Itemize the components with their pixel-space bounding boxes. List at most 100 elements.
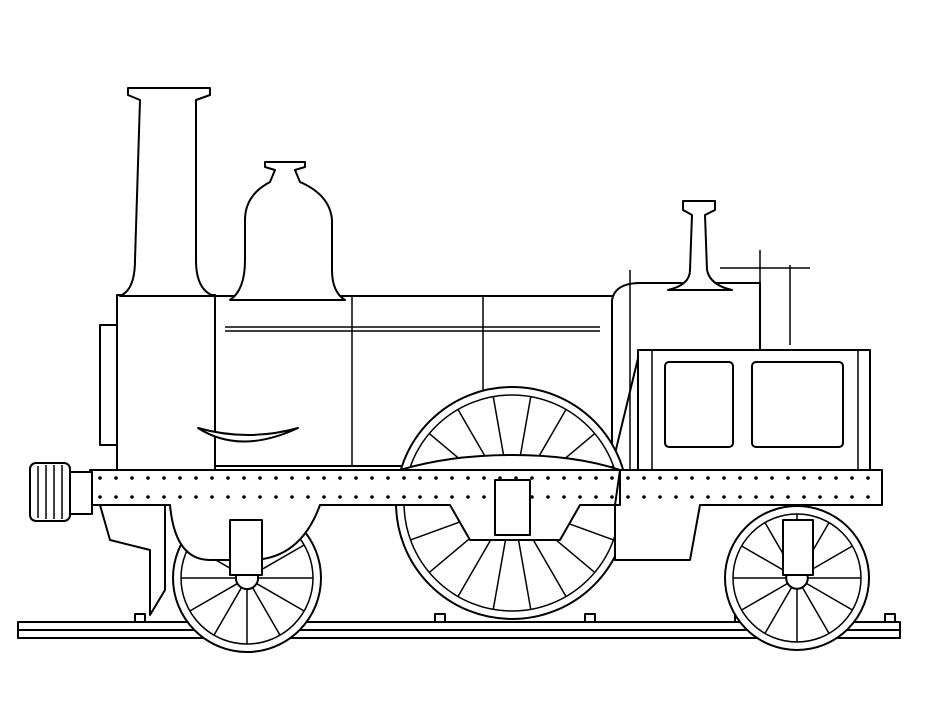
rivet bbox=[258, 495, 262, 499]
rivet bbox=[674, 476, 678, 480]
rivet bbox=[466, 476, 470, 480]
rivet bbox=[370, 476, 374, 480]
rivet bbox=[98, 495, 102, 499]
rivet bbox=[546, 476, 550, 480]
rivet bbox=[866, 495, 870, 499]
spoke bbox=[256, 544, 305, 574]
spoke bbox=[213, 587, 243, 636]
spoke bbox=[764, 586, 793, 634]
rivet bbox=[146, 476, 150, 480]
rivet bbox=[706, 495, 710, 499]
rivet bbox=[338, 495, 342, 499]
rivet bbox=[322, 476, 326, 480]
rivet bbox=[562, 476, 566, 480]
rivet bbox=[738, 495, 742, 499]
rivet bbox=[194, 476, 198, 480]
rivet bbox=[626, 495, 630, 499]
rivet bbox=[802, 476, 806, 480]
spoke bbox=[805, 582, 853, 611]
rivet bbox=[594, 476, 598, 480]
rivet bbox=[786, 476, 790, 480]
rivet bbox=[194, 495, 198, 499]
rivet bbox=[658, 476, 662, 480]
rivet bbox=[818, 476, 822, 480]
guard-iron bbox=[99, 504, 166, 616]
rivet bbox=[866, 476, 870, 480]
rivet bbox=[738, 476, 742, 480]
rivet bbox=[834, 476, 838, 480]
rivet bbox=[146, 495, 150, 499]
rivet bbox=[114, 476, 118, 480]
rivet bbox=[242, 476, 246, 480]
rivet bbox=[786, 495, 790, 499]
rivet bbox=[754, 476, 758, 480]
rivet bbox=[578, 495, 582, 499]
rivet bbox=[578, 476, 582, 480]
rivet bbox=[354, 476, 358, 480]
rivet bbox=[642, 495, 646, 499]
rivet bbox=[674, 495, 678, 499]
rivet bbox=[290, 476, 294, 480]
rivet bbox=[402, 476, 406, 480]
rivet bbox=[690, 495, 694, 499]
rivet bbox=[562, 495, 566, 499]
frame bbox=[89, 454, 883, 616]
spoke bbox=[741, 545, 789, 574]
rivet bbox=[850, 476, 854, 480]
rivet bbox=[226, 495, 230, 499]
axle-box bbox=[494, 479, 531, 536]
rivet bbox=[338, 476, 342, 480]
rivet bbox=[498, 476, 502, 480]
rivet bbox=[402, 495, 406, 499]
rivet bbox=[450, 476, 454, 480]
spoke bbox=[805, 545, 853, 574]
spoke bbox=[251, 587, 281, 636]
rail-chair bbox=[134, 613, 146, 623]
rivet bbox=[802, 495, 806, 499]
rivet bbox=[754, 495, 758, 499]
rivet bbox=[418, 476, 422, 480]
rivet bbox=[818, 495, 822, 499]
rivet bbox=[98, 476, 102, 480]
rivet bbox=[770, 476, 774, 480]
rivet bbox=[450, 495, 454, 499]
rivet bbox=[482, 476, 486, 480]
rivet bbox=[274, 476, 278, 480]
safety-valve bbox=[667, 200, 733, 291]
rivet bbox=[690, 476, 694, 480]
rail-chair bbox=[584, 613, 596, 623]
rail-chair bbox=[434, 613, 446, 623]
rivet bbox=[610, 495, 614, 499]
rivet bbox=[386, 495, 390, 499]
rivet bbox=[386, 476, 390, 480]
smokebox bbox=[99, 87, 216, 471]
axle-box bbox=[229, 519, 263, 576]
rivet bbox=[658, 495, 662, 499]
rivet bbox=[610, 476, 614, 480]
cab-tank bbox=[637, 349, 871, 476]
rivet bbox=[162, 476, 166, 480]
rivet bbox=[434, 476, 438, 480]
rivet bbox=[626, 476, 630, 480]
rivet bbox=[370, 495, 374, 499]
firebox bbox=[611, 200, 810, 470]
rivet bbox=[770, 495, 774, 499]
buffer bbox=[29, 462, 93, 522]
rivet bbox=[210, 476, 214, 480]
front-spring bbox=[197, 427, 299, 443]
rivet bbox=[178, 495, 182, 499]
rear-wheel bbox=[724, 505, 870, 651]
rivet bbox=[434, 495, 438, 499]
rivet bbox=[242, 495, 246, 499]
rivet bbox=[306, 495, 310, 499]
spoke bbox=[189, 582, 238, 612]
rivet bbox=[130, 495, 134, 499]
rivet bbox=[354, 495, 358, 499]
rivet bbox=[162, 495, 166, 499]
rivet bbox=[226, 476, 230, 480]
rivet bbox=[274, 495, 278, 499]
rivet bbox=[594, 495, 598, 499]
spoke bbox=[801, 586, 830, 634]
rivet bbox=[178, 476, 182, 480]
rivet bbox=[722, 476, 726, 480]
